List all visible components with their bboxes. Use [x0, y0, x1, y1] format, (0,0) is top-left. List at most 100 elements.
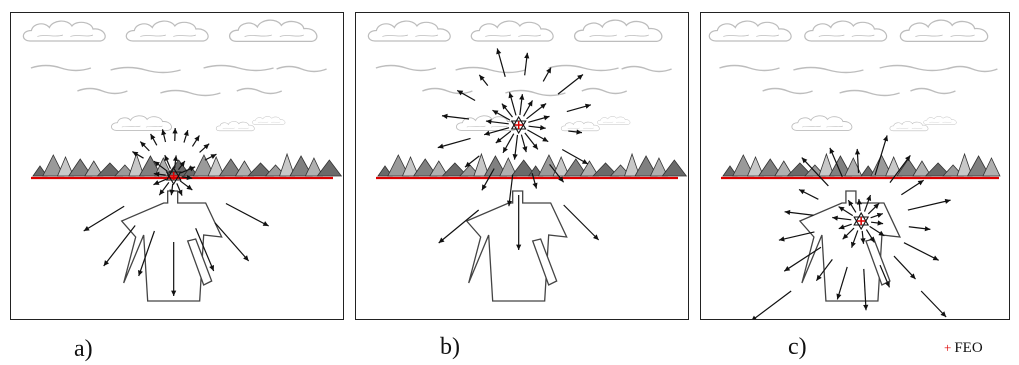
cloud-wisp: [160, 89, 221, 97]
mountain: [304, 157, 324, 177]
flow-arrow: [492, 109, 511, 121]
flow-arrow: [838, 206, 854, 217]
flow-arrow: [903, 242, 939, 261]
cloud-wisp: [455, 66, 526, 74]
flow-arrow: [854, 148, 861, 174]
flow-arrow: [478, 74, 489, 87]
legend: +FEO: [944, 340, 983, 357]
mountain-range: [32, 152, 192, 177]
panel-a: [10, 12, 344, 320]
flow-arrow: [158, 182, 170, 196]
flow-arrow: [150, 133, 158, 146]
figure-bar: [186, 238, 213, 286]
flow-arrow: [183, 129, 189, 143]
flow-arrow: [516, 195, 522, 250]
flow-arrow: [566, 103, 592, 113]
flow-arrow: [524, 132, 539, 150]
scene-b: [367, 19, 688, 302]
flow-arrow: [180, 166, 196, 174]
cloud-wisp: [910, 87, 956, 95]
cloud: [228, 19, 318, 43]
flow-arrow: [179, 180, 193, 191]
flow-arrow: [132, 151, 144, 159]
cloud-wisp: [581, 87, 628, 95]
flow-arrow: [850, 230, 859, 248]
flow-arrow: [531, 172, 538, 189]
cloud-wisp: [879, 64, 950, 72]
flow-arrow: [798, 188, 819, 200]
mountain: [774, 160, 794, 177]
mountain: [732, 154, 755, 177]
scene-c: [708, 19, 1001, 319]
mountain: [623, 152, 641, 177]
mountain: [473, 152, 490, 177]
flow-arrow: [832, 215, 852, 221]
flow-arrow: [523, 100, 534, 117]
flow-arrow: [801, 157, 829, 187]
mountain: [552, 155, 570, 177]
legend-marker: +: [944, 340, 952, 355]
flow-arrow: [138, 230, 155, 277]
flow-arrow: [526, 102, 547, 120]
flow-arrow: [169, 183, 175, 196]
cloud-wisp: [276, 65, 327, 73]
mountain: [182, 165, 199, 177]
flow-arrow: [501, 103, 513, 118]
flow-arrow: [464, 155, 480, 168]
mountain: [722, 165, 738, 177]
legend-text: FEO: [954, 340, 983, 356]
flow-arrow: [865, 229, 875, 243]
feo-marker: [510, 115, 527, 135]
flow-arrow: [139, 141, 150, 152]
cloud-wisp: [422, 87, 473, 95]
flow-arrow: [842, 227, 855, 240]
cloud: [215, 121, 255, 132]
cloud-wisp: [203, 64, 274, 72]
flow-arrow: [908, 226, 931, 232]
panel-label-b: b): [440, 334, 460, 360]
flow-arrow: [815, 259, 833, 282]
flow-arrow: [172, 155, 179, 169]
mountain: [896, 158, 921, 177]
flow-arrow: [870, 212, 884, 219]
flow-arrow: [214, 222, 250, 262]
mountain: [128, 152, 145, 177]
flow-arrow: [563, 204, 600, 241]
cloud: [22, 20, 106, 42]
flow-arrow: [889, 155, 911, 183]
cloud-wisp: [375, 64, 437, 72]
mountain: [289, 155, 313, 177]
cloud: [573, 19, 663, 43]
cloud-wisp: [236, 87, 283, 95]
cloud: [804, 20, 888, 42]
flow-arrow: [557, 74, 584, 95]
flow-arrow: [856, 198, 863, 212]
flow-arrow: [481, 168, 495, 191]
mountain: [401, 155, 420, 177]
flow-arrow: [528, 125, 546, 131]
mountain: [483, 155, 508, 177]
flow-arrow: [83, 205, 125, 232]
cloud-wisp: [548, 64, 619, 72]
panel-label-a: a): [74, 336, 93, 362]
flow-arrow: [527, 129, 549, 143]
flow-arrow: [178, 160, 186, 170]
mountain: [828, 155, 853, 177]
panel-b: [355, 12, 689, 320]
flow-arrow: [874, 135, 889, 176]
cloud: [252, 116, 286, 125]
cloud-wisp: [947, 65, 998, 73]
flow-arrow: [860, 230, 866, 244]
flow-arrow: [783, 246, 822, 272]
cloud: [597, 116, 631, 125]
mountain: [746, 155, 765, 177]
mountain: [56, 155, 75, 177]
flow-arrow: [204, 153, 217, 161]
mountain-range: [527, 152, 688, 177]
cloud-wisp: [30, 64, 92, 72]
cloud: [889, 121, 929, 132]
figure-outline: [120, 190, 223, 302]
mountain: [661, 159, 688, 177]
flow-arrow: [901, 179, 924, 196]
flow-arrow: [836, 266, 848, 300]
